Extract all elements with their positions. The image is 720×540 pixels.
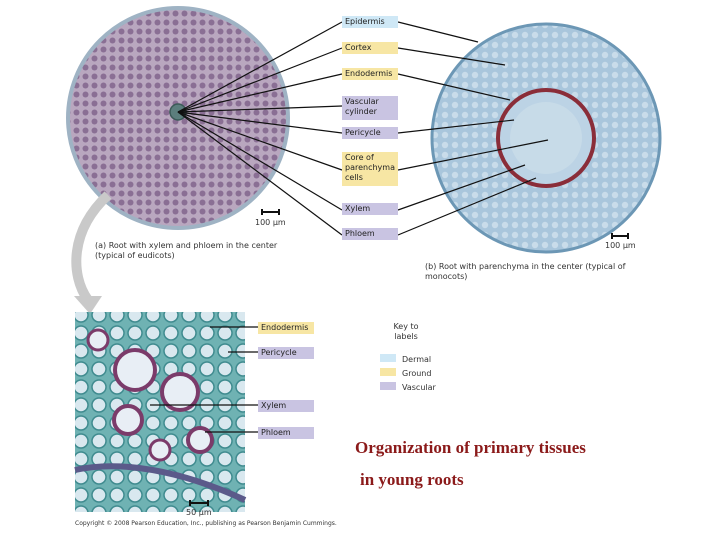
- zoom-arrow-head: [74, 296, 102, 314]
- label-endodermis: Endodermis: [342, 68, 398, 80]
- root-cross-section-monocot: [430, 22, 662, 254]
- scale-label-b: 100 µm: [605, 241, 636, 250]
- label-xylem: Xylem: [342, 203, 398, 215]
- leader-lines-micro: [150, 326, 258, 433]
- leader-lines-b: [397, 21, 549, 236]
- scale-label-micro: 50 µm: [186, 508, 212, 517]
- micro-label-phloem: Phloem: [258, 427, 314, 439]
- page-title-line2: in young roots: [360, 470, 464, 489]
- leader-lines-a: [177, 21, 343, 236]
- micro-label-endodermis: Endodermis: [258, 322, 314, 334]
- caption-a: (a) Root with xylem and phloem in the ce…: [95, 241, 278, 260]
- label-vascular-cylinder: Vascular cylinder: [342, 96, 398, 120]
- label-phloem: Phloem: [342, 228, 398, 240]
- micro-label-pericycle: Pericycle: [258, 347, 314, 359]
- zoom-arrow: [71, 191, 112, 303]
- label-pericycle: Pericycle: [342, 127, 398, 139]
- scale-bars: [189, 209, 629, 506]
- caption-b: (b) Root with parenchyma in the center (…: [425, 262, 626, 281]
- key-label-vascular: Vascular: [402, 383, 436, 392]
- key-swatch-ground: [380, 368, 396, 376]
- micro-label-xylem: Xylem: [258, 400, 314, 412]
- key-label-ground: Ground: [402, 369, 432, 378]
- key-title: Key to labels: [393, 322, 419, 341]
- key-swatch-vascular: [380, 382, 396, 390]
- label-core-parenchyma: Core of parenchyma cells: [342, 152, 398, 186]
- label-epidermis: Epidermis: [342, 16, 398, 28]
- scale-label-a: 100 µm: [255, 218, 286, 227]
- page-title-line1: Organization of primary tissues: [355, 438, 586, 457]
- label-cortex: Cortex: [342, 42, 398, 54]
- copyright-notice: Copyright © 2008 Pearson Education, Inc.…: [75, 520, 337, 527]
- micrograph: [74, 312, 247, 512]
- key-label-dermal: Dermal: [402, 355, 432, 364]
- key-swatch-dermal: [380, 354, 396, 362]
